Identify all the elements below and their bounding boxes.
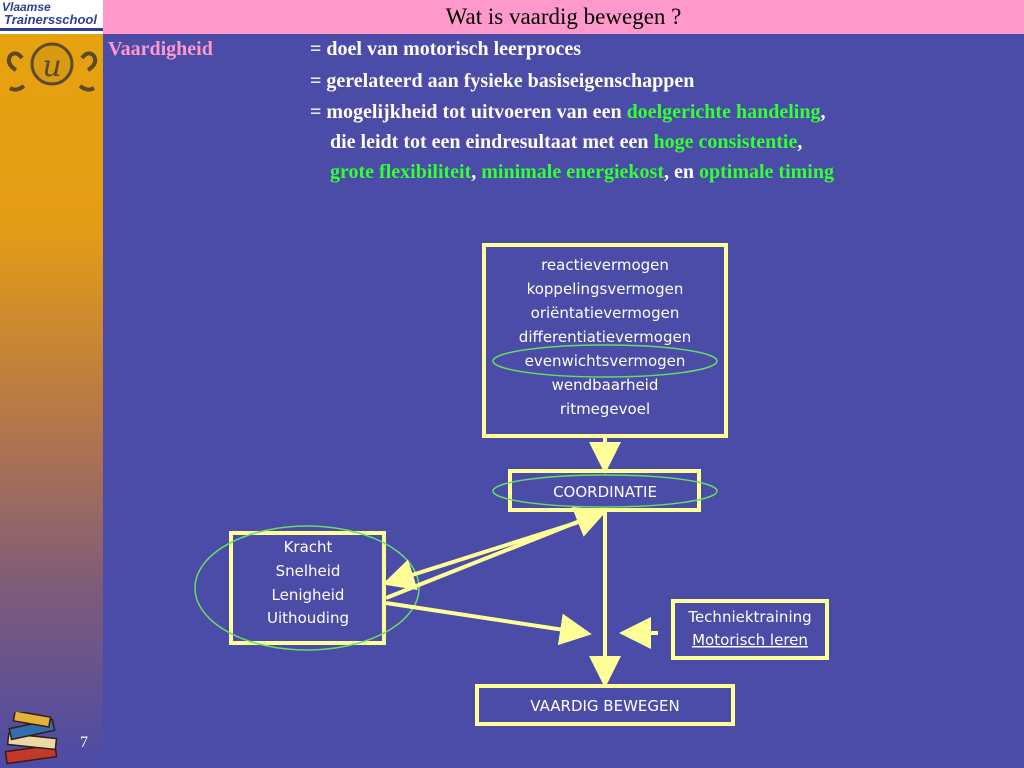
- line5-highlight2: minimale energiekost: [481, 161, 664, 183]
- arrow-physical-to-center: [385, 601, 592, 646]
- result-label: VAARDIG BEWEGEN: [530, 697, 679, 715]
- definition-line4: die leidt tot een eindresultaat met een …: [330, 131, 802, 154]
- arrow-physical-to-coordination: [385, 506, 608, 600]
- logo-line1: Vlaamse: [2, 0, 51, 14]
- ability-label: evenwichtsvermogen: [525, 352, 686, 370]
- training-box: [671, 599, 829, 660]
- ability-label: ritmegevoel: [560, 400, 650, 418]
- motor-learning-link[interactable]: Motorisch leren: [692, 631, 808, 649]
- physical-label: Uithouding: [267, 609, 349, 627]
- ability-label: differentiatievermogen: [519, 328, 691, 346]
- result-box: [475, 684, 735, 726]
- definition-line1: = doel van motorisch leerproces: [310, 38, 581, 60]
- definition-term: Vaardigheid: [108, 38, 213, 60]
- logo: Vlaamse Trainersschool: [0, 0, 103, 34]
- line3-text: = mogelijkheid tot uitvoeren van een: [310, 101, 627, 123]
- definition-line2: = gerelateerd aan fysieke basiseigenscha…: [310, 70, 695, 92]
- line5-highlight1: grote flexibiliteit: [330, 161, 472, 183]
- line4-end: ,: [797, 131, 803, 153]
- line5-sep1: ,: [471, 161, 482, 183]
- line4-highlight: hoge consistentie: [653, 131, 798, 153]
- svg-text:u: u: [42, 49, 61, 84]
- ability-label: koppelingsvermogen: [527, 280, 684, 298]
- logo-stripe: [0, 28, 103, 31]
- logo-line2: Trainersschool: [4, 12, 97, 27]
- line4-text: die leidt tot een eindresultaat met een: [330, 131, 654, 153]
- line5-highlight3: optimale timing: [699, 161, 834, 183]
- physical-label: Lenigheid: [272, 586, 345, 604]
- ability-label: oriëntatievermogen: [531, 304, 680, 322]
- training-label: Techniektraining: [687, 608, 811, 626]
- ability-label: reactievermogen: [541, 256, 669, 274]
- definition-line3: = mogelijkheid tot uitvoeren van een doe…: [310, 101, 825, 124]
- coordination-label: COORDINATIE: [553, 483, 657, 501]
- definition-line5: grote flexibiliteit, minimale energiekos…: [330, 161, 834, 184]
- balance-highlight-ellipse: [492, 344, 718, 378]
- line5-sep2: , en: [664, 161, 699, 183]
- page-number: 7: [80, 734, 88, 751]
- physical-label: Kracht: [284, 538, 333, 556]
- sidebar: Vlaamse Trainersschool u 7: [0, 0, 103, 768]
- line3-highlight: doelgerichte handeling: [626, 101, 821, 123]
- books-icon: [4, 712, 58, 765]
- mascot-logo-icon: u: [6, 42, 98, 92]
- physical-highlight-ellipse: [194, 525, 420, 651]
- line3-end: ,: [820, 101, 826, 123]
- ability-label: wendbaarheid: [552, 376, 659, 394]
- page-title: Wat is vaardig bewegen ?: [103, 0, 1024, 34]
- physical-label: Snelheid: [276, 562, 341, 580]
